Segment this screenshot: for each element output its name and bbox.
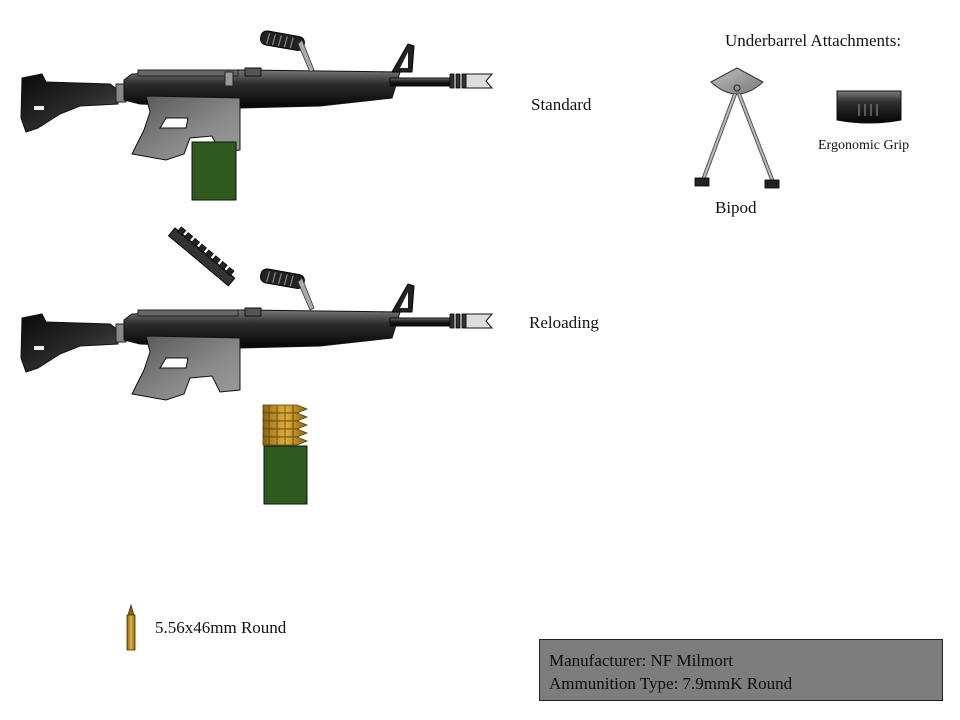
reloading-label: Reloading — [529, 313, 599, 332]
manufacturer-text: Manufacturer: NF Milmort — [549, 651, 734, 670]
ammunition-type-text: Ammunition Type: 7.9mmK Round — [549, 674, 793, 693]
magazine — [191, 141, 237, 201]
standard-label: Standard — [531, 95, 592, 114]
bipod-label: Bipod — [715, 198, 757, 217]
rifle-reloading-illustration — [20, 226, 493, 505]
bipod-illustration — [694, 67, 780, 189]
info-box: Manufacturer: NF Milmort Ammunition Type… — [539, 639, 943, 701]
round-label: 5.56x46mm Round — [155, 618, 287, 637]
attachments-title: Underbarrel Attachments: — [725, 31, 902, 50]
magazine — [263, 445, 308, 505]
ergonomic-grip-label: Ergonomic Grip — [818, 138, 910, 153]
round-illustration — [126, 603, 136, 651]
rifle-standard-illustration — [20, 29, 493, 201]
ergonomic-grip-illustration — [836, 90, 902, 124]
